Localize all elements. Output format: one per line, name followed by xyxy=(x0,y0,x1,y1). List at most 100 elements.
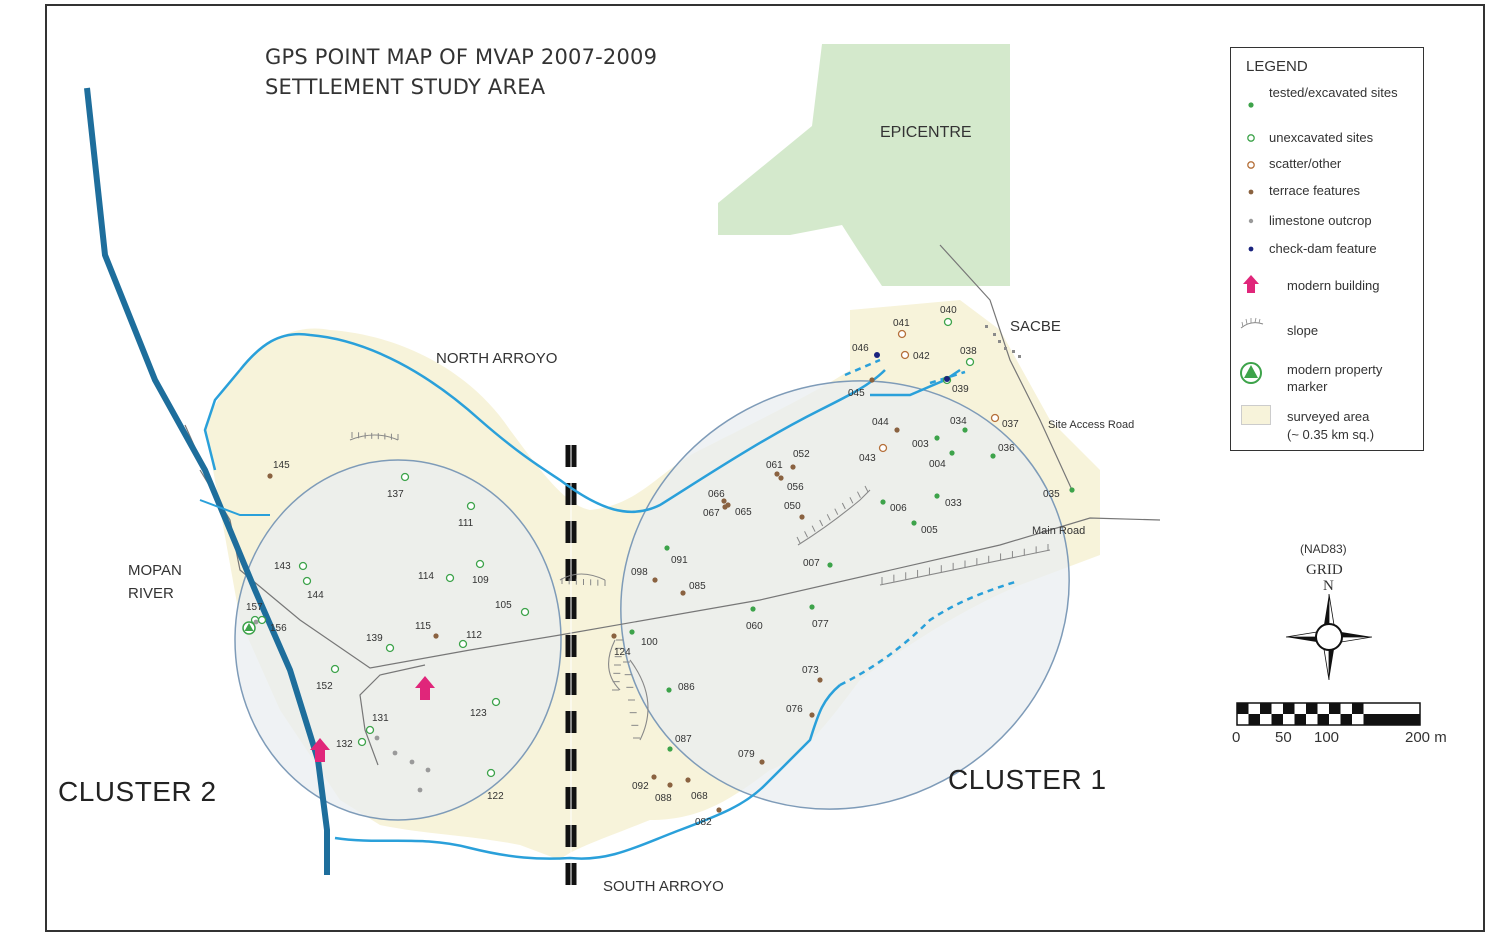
cluster-2-label: CLUSTER 2 xyxy=(58,776,217,807)
limestone-outcrop-6 xyxy=(253,619,259,625)
unexcavated-site-111 xyxy=(466,501,476,511)
slope-ne-tick-4 xyxy=(826,514,831,521)
sacbe-marker-2 xyxy=(993,333,996,336)
terrace-site-052 xyxy=(790,464,796,470)
modern-property-marker-icon xyxy=(242,621,256,635)
site-label-157: 157 xyxy=(246,602,263,613)
legend-label-checkdam: check-dam feature xyxy=(1269,241,1377,256)
north-arrow-icon xyxy=(1286,594,1372,680)
limestone-outcrop-3 xyxy=(409,759,415,765)
north-arroyo xyxy=(239,332,886,514)
site-label-065: 065 xyxy=(735,507,752,518)
site-label-044: 044 xyxy=(872,417,889,428)
unexcavated-site-144 xyxy=(302,576,312,586)
tested-site-007 xyxy=(827,562,833,568)
site-label-006: 006 xyxy=(890,503,907,514)
scatter-site-043 xyxy=(878,443,888,453)
mopan-tributary xyxy=(199,499,270,516)
scale-check-bottom-5 xyxy=(1363,714,1375,725)
terrace-site-050 xyxy=(799,514,805,520)
site-label-039: 039 xyxy=(952,384,969,395)
terrace-site-085 xyxy=(680,590,686,596)
minor-road xyxy=(359,664,426,766)
site-access-road-label: Site Access Road xyxy=(1048,419,1134,431)
site-label-050: 050 xyxy=(784,501,801,512)
site-label-007: 007 xyxy=(803,558,820,569)
scatter-symbol-icon xyxy=(1247,161,1255,169)
slope-ne-tick-9 xyxy=(864,485,869,493)
terrace-site-076 xyxy=(809,712,815,718)
slope-ne-tick-8 xyxy=(856,491,861,498)
scatter-site-037 xyxy=(990,413,1000,423)
site-label-052: 052 xyxy=(793,449,810,460)
modern-building-icon xyxy=(415,676,435,700)
scale-check-bottom-0 xyxy=(1248,714,1260,725)
tested-site-087 xyxy=(667,746,673,752)
site-label-145: 145 xyxy=(273,460,290,471)
site-label-152: 152 xyxy=(316,681,333,692)
site-label-036: 036 xyxy=(998,443,1015,454)
unexcavated-site-137 xyxy=(400,472,410,482)
scale-check-top-0 xyxy=(1237,703,1249,714)
slope-ne-tick-3 xyxy=(819,519,824,527)
tested-site-100 xyxy=(629,629,635,635)
site-label-004: 004 xyxy=(929,459,946,470)
terrace-site-066 xyxy=(721,498,727,504)
sacbe-marker-6 xyxy=(1018,355,1021,358)
site-label-109: 109 xyxy=(472,575,489,586)
site-label-077: 077 xyxy=(812,619,829,630)
map-title: GPS POINT MAP OF MVAP 2007-2009 SETTLEME… xyxy=(265,42,657,102)
tested-site-035 xyxy=(1069,487,1075,493)
legend-label-property-marker: modern property marker xyxy=(1287,362,1383,394)
site-label-056: 056 xyxy=(787,482,804,493)
site-label-042: 042 xyxy=(913,351,930,362)
cluster-1-label: CLUSTER 1 xyxy=(948,764,1107,795)
terrace-site-145 xyxy=(267,473,273,479)
modern-building-legend-icon xyxy=(1243,275,1259,293)
site-label-131: 131 xyxy=(372,713,389,724)
unexcavated-site-109 xyxy=(475,559,485,569)
site-label-005: 005 xyxy=(921,525,938,536)
terrace-site-056 xyxy=(778,475,784,481)
site-label-043: 043 xyxy=(859,453,876,464)
tested-site-036 xyxy=(990,453,996,459)
limestone-outcrops xyxy=(253,619,431,793)
site-label-123: 123 xyxy=(470,708,487,719)
legend-label-tested: tested/excavated sites xyxy=(1269,85,1398,100)
scale-label-0: 0 xyxy=(1232,729,1241,746)
mopan-river xyxy=(84,87,330,875)
site-label-132: 132 xyxy=(336,739,353,750)
slope-legend-icon xyxy=(1240,317,1264,329)
limestone-symbol-icon xyxy=(1248,218,1254,224)
unexcavated-site-105 xyxy=(520,607,530,617)
terrace-site-082 xyxy=(716,807,722,813)
south-arroyo-label: SOUTH ARROYO xyxy=(603,878,724,895)
scale-check-bottom-2 xyxy=(1294,714,1306,725)
terrace-site-115 xyxy=(433,633,439,639)
site-label-076: 076 xyxy=(786,704,803,715)
slope-ne xyxy=(797,489,871,546)
site-label-086: 086 xyxy=(678,682,695,693)
limestone-outcrop-4 xyxy=(425,767,431,773)
scatter-site-042 xyxy=(900,350,910,360)
legend-sublabel-surveyed: (~ 0.35 km sq.) xyxy=(1287,427,1375,442)
site-label-111: 111 xyxy=(458,518,474,529)
scale-check-bottom-1 xyxy=(1271,714,1283,725)
site-label-073: 073 xyxy=(802,665,819,676)
site-label-091: 091 xyxy=(671,555,688,566)
mopan-river-label-2: RIVER xyxy=(128,585,174,602)
site-label-003: 003 xyxy=(912,439,929,450)
property-marker-legend-icon xyxy=(1240,362,1262,384)
site-points xyxy=(250,317,1075,813)
slope-ne-tick-7 xyxy=(849,497,854,504)
slope-central xyxy=(559,573,606,581)
legend-label-unexcavated: unexcavated sites xyxy=(1269,130,1374,145)
north-label: N xyxy=(1323,578,1334,594)
site-label-034: 034 xyxy=(950,416,967,427)
tested-site-symbol-icon xyxy=(1248,102,1254,108)
site-label-087: 087 xyxy=(675,734,692,745)
site-label-038: 038 xyxy=(960,346,977,357)
tested-site-034 xyxy=(962,427,968,433)
unexcavated-site-131 xyxy=(365,725,375,735)
